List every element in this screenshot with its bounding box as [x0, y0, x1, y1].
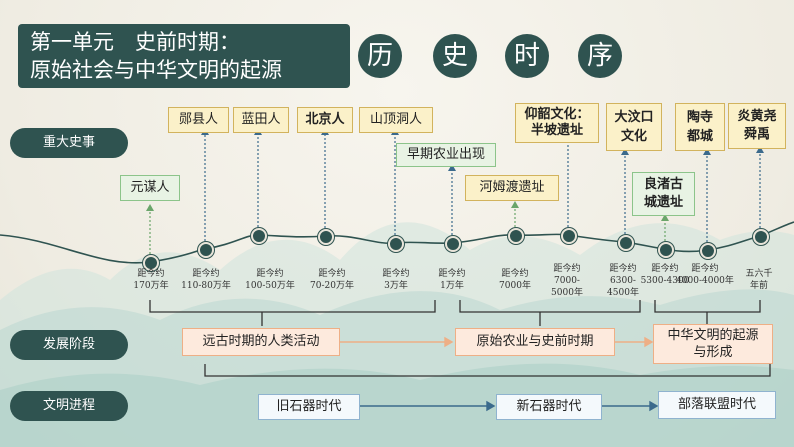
date-label-3: 距今约 100-50万年	[245, 269, 295, 291]
event-beijing: 北京人	[297, 107, 353, 133]
title-char-4: 序	[578, 34, 622, 78]
date-label-11: 距今约 4000-4000年	[676, 264, 734, 286]
timeline-node-7	[508, 228, 524, 244]
timeline-node-9	[618, 235, 634, 251]
event-yanhuang: 炎黄尧 舜禹	[728, 103, 786, 149]
event-early-agriculture: 早期农业出现	[396, 143, 496, 167]
date-label-4: 距今约 70-20万年	[310, 269, 354, 291]
stage-primitive-agriculture: 原始农业与史前时期	[455, 328, 615, 356]
event-yunxian: 郧县人	[168, 107, 229, 133]
event-yangshao-line1: 仰韶文化：	[524, 107, 590, 122]
timeline-node-2	[198, 242, 214, 258]
date-label-8: 距今约 7000- 5000年	[551, 264, 583, 298]
stage-civilization-origin-line1: 中华文明的起源	[667, 328, 759, 343]
event-yanhuang-line1: 炎黄尧	[737, 109, 777, 124]
date-label-12: 五六千 年前	[745, 269, 773, 291]
event-yangshao: 仰韶文化： 半坡遗址	[515, 103, 599, 143]
timeline-node-11	[700, 243, 716, 259]
unit-title-banner: 第一单元 史前时期： 原始社会与中华文明的起源	[18, 24, 350, 88]
date-label-10: 距今约 5300-4300	[640, 264, 690, 286]
row-label-major-events: 重大史事	[10, 128, 128, 158]
event-dawenkou: 大汶口 文化	[606, 103, 662, 151]
date-label-1: 距今约 170万年	[133, 269, 169, 291]
stage-civilization-origin: 中华文明的起源 与形成	[653, 324, 773, 364]
event-lantian: 蓝田人	[233, 107, 289, 133]
timeline-node-12	[753, 229, 769, 245]
era-paleolithic: 旧石器时代	[258, 394, 360, 420]
timeline-node-6	[445, 236, 461, 252]
timeline-node-8	[561, 228, 577, 244]
era-tribal-alliance: 部落联盟时代	[658, 391, 776, 419]
timeline-node-3	[251, 228, 267, 244]
event-hemudu: 河姆渡遗址	[465, 175, 559, 201]
era-neolithic: 新石器时代	[496, 394, 602, 420]
timeline-node-5	[388, 236, 404, 252]
stage-civilization-origin-line2: 与形成	[693, 345, 733, 360]
event-liangzhu-line2: 城遗址	[643, 195, 683, 210]
event-dawenkou-line1: 大汶口	[614, 110, 654, 125]
event-yuanmou: 元谋人	[120, 175, 180, 201]
event-shanding: 山顶洞人	[359, 107, 433, 133]
timeline-node-10	[658, 242, 674, 258]
date-label-6: 距今约 1万年	[438, 269, 466, 291]
title-char-2: 史	[433, 34, 477, 78]
event-yangshao-line2: 半坡遗址	[530, 123, 583, 138]
date-label-5: 距今约 3万年	[382, 269, 410, 291]
event-taosi-line1: 陶寺	[686, 110, 713, 125]
title-char-3: 时	[505, 34, 549, 78]
event-liangzhu-line1: 良渚古	[643, 177, 683, 192]
unit-title-line1: 第一单元 史前时期：	[30, 30, 240, 54]
date-label-7: 距今约 7000年	[499, 269, 531, 291]
stage-ancient-humans: 远古时期的人类活动	[182, 328, 340, 356]
event-yanhuang-line2: 舜禹	[743, 127, 770, 142]
event-taosi: 陶寺 都城	[675, 103, 725, 151]
timeline-node-4	[318, 229, 334, 245]
event-liangzhu: 良渚古 城遗址	[632, 172, 695, 216]
date-label-2: 距今约 110-80万年	[181, 269, 231, 291]
row-label-stages: 发展阶段	[10, 330, 128, 360]
title-char-1: 历	[358, 34, 402, 78]
timeline-node-1	[143, 255, 159, 271]
unit-title-line2: 原始社会与中华文明的起源	[30, 58, 282, 82]
event-dawenkou-line2: 文化	[620, 129, 647, 144]
date-label-9: 距今约 6300- 4500年	[607, 264, 639, 298]
row-label-civilization: 文明进程	[10, 391, 128, 421]
event-taosi-line2: 都城	[686, 129, 713, 144]
